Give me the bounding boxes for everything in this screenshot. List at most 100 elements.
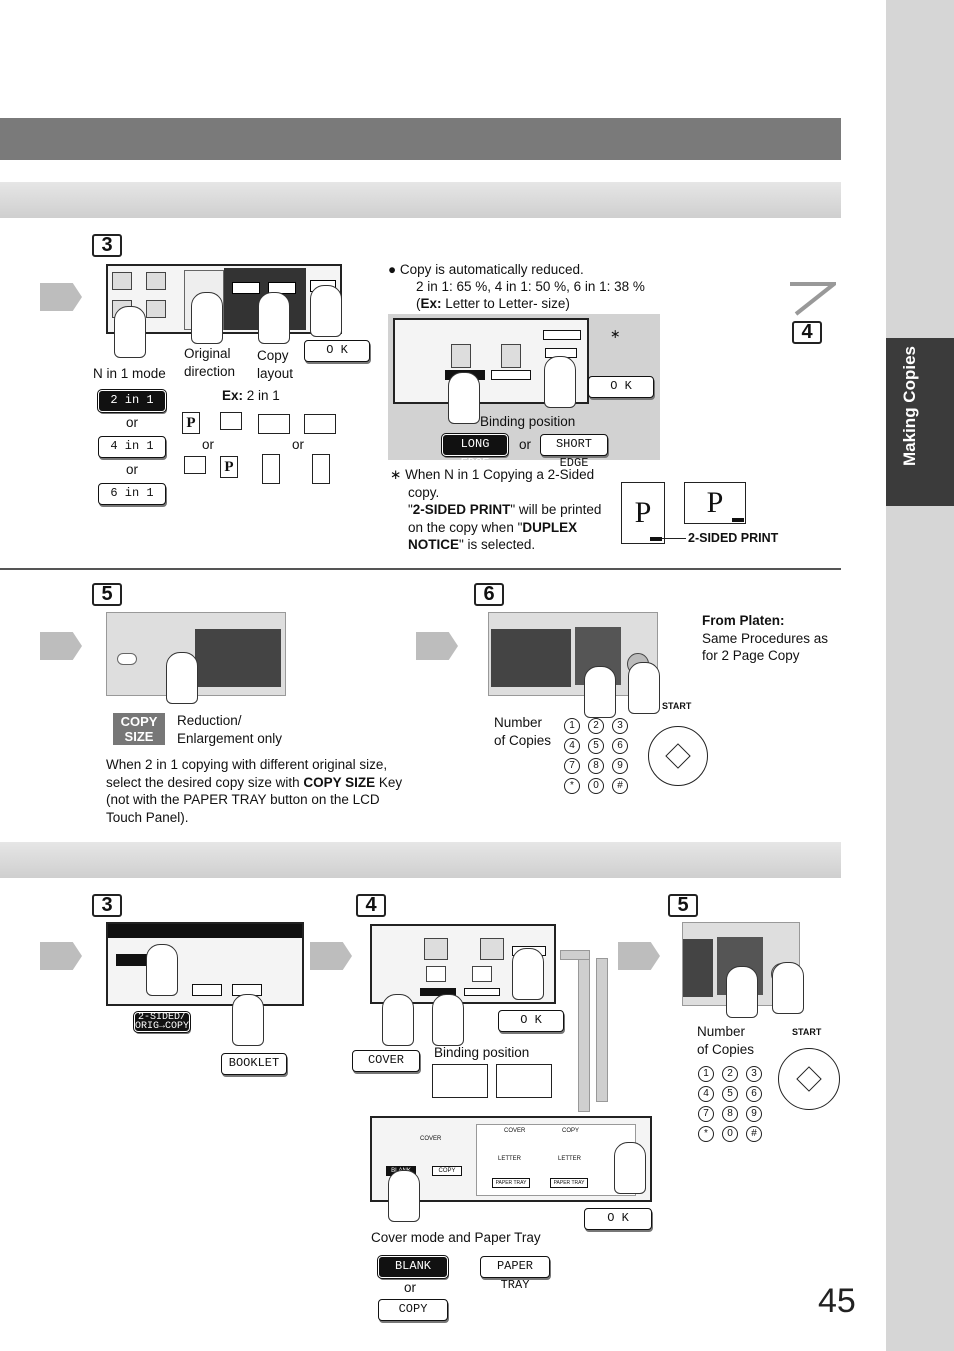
keypad-key[interactable]: 5 [588,738,604,754]
hand-pointer-icon [191,292,223,344]
keypad-key[interactable]: 4 [698,1086,714,1102]
keypad-key[interactable]: 1 [564,718,580,734]
start-label: START [662,701,692,711]
layout-top-bottom-icon [262,454,280,484]
short-edge-mini[interactable] [491,370,531,380]
panel-thumb [480,938,504,960]
copy-size-key[interactable]: COPY SIZE [113,713,165,745]
cover-mode-label: Cover mode and Paper Tray [371,1230,541,1245]
para-line-3: (not with the PAPER TRAY button on the L… [106,792,380,807]
keypad-key[interactable]: 3 [612,718,628,734]
key-2-in-1[interactable]: 2 in 1 [97,389,167,413]
reduction-label-1: Reduction/ [177,713,242,728]
asterisk-note-5b: " is selected. [459,537,536,552]
note-line-3-prefix: ( [416,296,421,311]
panel-option[interactable] [116,954,152,966]
panel-option[interactable] [192,984,222,996]
key-2-sided[interactable]: 2-SIDED/ ORIG→COPY [133,1011,191,1033]
reduction-label-2: Enlargement only [177,731,283,746]
keypad-key[interactable]: 2 [588,718,604,734]
tray-box [476,1124,636,1196]
number-of-copies-1: Number [494,715,543,730]
flow-connector [596,958,608,1102]
layout-option[interactable] [232,282,260,294]
platen-line-1: Same Procedures as [702,631,829,646]
hand-pointer-icon [310,285,342,337]
key-copy[interactable]: COPY [378,1299,448,1321]
panel-thumb [472,966,492,982]
ok-button[interactable]: O K [584,1208,652,1230]
portrait-original-icon: P [220,456,238,478]
key-booklet[interactable]: BOOKLET [221,1053,287,1075]
start-key-icon[interactable] [778,1048,840,1110]
key-6-in-1[interactable]: 6 in 1 [98,483,166,505]
keypad-key[interactable]: 1 [698,1066,714,1082]
ok-button[interactable]: O K [498,1010,564,1032]
key-4-in-1[interactable]: 4 in 1 [98,436,166,458]
note-line-1: Copy is automatically reduced. [399,262,584,277]
asterisk-mark: ∗ [610,327,621,341]
key-short-edge[interactable]: SHORT EDGE [540,434,608,470]
page-portrait-icon: P [621,482,665,544]
keypad-key[interactable]: 3 [746,1066,762,1082]
or-label: or [292,437,305,452]
keypad-key[interactable]: 4 [564,738,580,754]
panel-thumb [146,300,166,318]
keypad-key[interactable]: 9 [612,758,628,774]
keypad-key[interactable]: 9 [746,1106,762,1122]
numeric-keypad: 1 2 3 4 5 6 7 8 9 * 0 # [698,1066,768,1142]
paper-tray-mini[interactable]: PAPER TRAY [550,1178,588,1188]
key-paper-tray[interactable]: PAPER TRAY [480,1256,550,1292]
bullet-icon: ● [388,262,397,277]
keypad-key[interactable]: 6 [746,1086,762,1102]
keypad-key[interactable]: 7 [698,1106,714,1122]
key-long-edge[interactable]: LONG EDGE [441,433,509,470]
keypad-key[interactable]: 7 [564,758,580,774]
keypad-key[interactable]: 5 [722,1086,738,1102]
letter-label: LETTER [498,1156,522,1162]
keypad-key[interactable]: 0 [588,778,604,794]
key-cover[interactable]: COVER [352,1050,420,1072]
keypad-key[interactable]: # [612,778,628,794]
asterisk-note-3c: " will be printed [510,502,602,517]
keypad-key[interactable]: 6 [612,738,628,754]
ok-button[interactable]: O K [588,376,654,398]
hand-pointer-icon [432,994,464,1046]
or-label: or [126,415,139,430]
page-number: 45 [818,1282,856,1320]
flow-arrow [40,942,82,970]
print-mark [650,537,662,541]
hand-pointer-icon [614,1142,646,1194]
keypad-key[interactable]: # [746,1126,762,1142]
duplex-notice-mini[interactable] [543,330,581,340]
step-4-badge: 4 [792,321,822,344]
key-blank[interactable]: BLANK [377,1255,449,1279]
asterisk-note-4b: DUPLEX [522,519,578,535]
asterisk-note-3a: " [408,502,413,517]
lcd-screen [195,629,281,687]
keypad-key[interactable]: 8 [588,758,604,774]
lcd-screen [683,939,713,997]
keypad-key[interactable]: 8 [722,1106,738,1122]
copy-mini[interactable]: COPY [432,1166,462,1176]
start-diamond-icon [796,1066,822,1092]
short-edge-thumb [501,344,521,368]
keypad-key[interactable]: * [698,1126,714,1142]
panel-option[interactable] [420,988,456,996]
start-key-icon[interactable] [648,726,708,786]
keypad-key[interactable]: 0 [722,1126,738,1142]
section-band-light [0,842,841,878]
layout-left-right-icon [258,414,290,434]
ok-button[interactable]: O K [304,340,370,362]
hand-pointer-icon [628,662,660,714]
header-band-dark [0,118,841,160]
keypad-key[interactable]: * [564,778,580,794]
binding-left-icon [432,1064,488,1098]
paper-tray-mini[interactable]: PAPER TRAY [492,1178,530,1188]
keypad-key[interactable]: 2 [722,1066,738,1082]
copy-tray-label: COPY [562,1128,580,1134]
asterisk-note-4a: on the copy when " [408,519,523,535]
or-label: or [126,462,139,477]
asterisk-mark: ∗ [390,467,402,482]
panel-option[interactable] [464,988,500,996]
